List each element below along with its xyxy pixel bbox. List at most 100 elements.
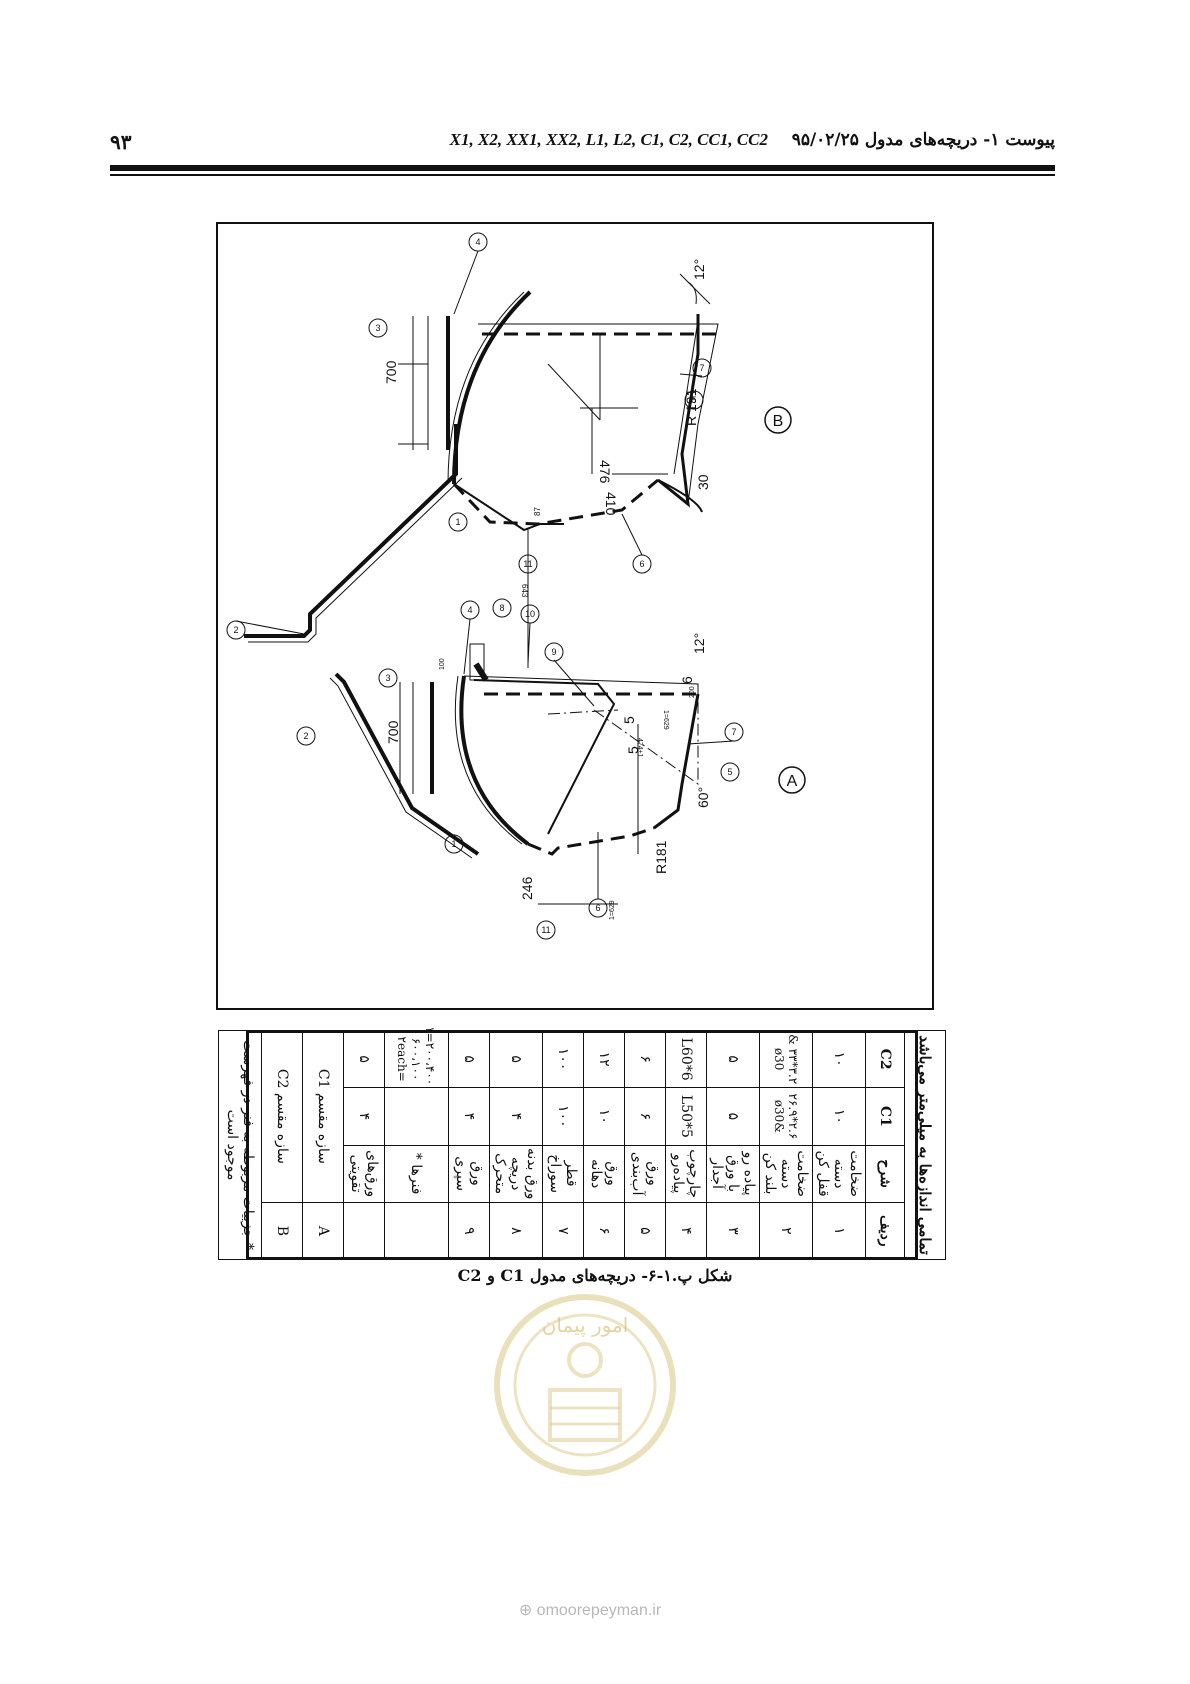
table-cell-description: فنرها * — [384, 1145, 449, 1203]
table-cell-row: ۶ — [583, 1202, 625, 1260]
dim-a-5-top: 5 — [621, 716, 637, 724]
table-cell-c1: ۶ — [624, 1087, 666, 1145]
table-cell-c1: ۱۰ — [812, 1087, 866, 1145]
table-cell-c2: ۲۰۰،۴۰۰=۱ ۶۰۰،۱۰۰ =۲each — [384, 1026, 449, 1088]
callout-a-2: 2 — [303, 731, 308, 741]
table-row: ۱ ضخامت دسته قفل کن ۱۰ ۱۰ — [812, 1030, 866, 1260]
table-cell-description: ضخامت دسته بلند کن — [759, 1145, 813, 1203]
dim-a-246: 246 — [519, 876, 535, 900]
table-cell-c2: L60*6 — [665, 1030, 707, 1088]
table-cell-description: ضخامت دسته قفل کن — [812, 1145, 866, 1203]
table-header-description: شرح — [865, 1145, 905, 1203]
dim-a-200: 200 — [689, 686, 696, 698]
seal-text: امور پیمان — [542, 1313, 629, 1338]
callout-a-3: 3 — [385, 673, 390, 683]
table-header-row: ردیف — [865, 1202, 905, 1260]
table-cell-description: ورق بدنه دریچه متحرک — [489, 1145, 543, 1203]
table-cell-c2: ۱۰۰ — [542, 1030, 584, 1088]
callout-a-10: 10 — [525, 609, 535, 619]
table-cell-c1: ۱۰۰ — [542, 1087, 584, 1145]
table-cell-c2: ۵ — [448, 1030, 490, 1088]
callout-b-11: 11 — [523, 559, 532, 569]
section-drawing: 700 476 410 R 191 30 12° 643 87 700 246 … — [226, 232, 806, 940]
table-row: ۴ چارچوب پیاده‌رو L50*5 L60*6 — [665, 1030, 707, 1260]
table-cell-c2: ۵ — [343, 1030, 385, 1088]
table-cell-description: ورق‌های تقویتی — [343, 1145, 385, 1203]
table-cell-row: ۲ — [759, 1202, 813, 1260]
dim-a-12deg: 12° — [691, 633, 707, 654]
callout-b-2: 2 — [233, 625, 238, 635]
dim-b-643: 643 — [520, 584, 529, 598]
callout-a-9: 9 — [551, 647, 556, 657]
table-cell-row — [343, 1202, 385, 1260]
header-models: X1, X2, XX1, XX2, L1, L2, C1, C2, CC1, C… — [449, 130, 768, 149]
table-cell-row: ۹ — [448, 1202, 490, 1260]
dim-b-700: 700 — [383, 360, 399, 384]
dim-a-6: 6 — [679, 676, 695, 684]
dim-b-87: 87 — [533, 507, 542, 516]
dim-a-100: 100 — [439, 658, 446, 670]
table-cell-description: پیاده رو با ورق آجدار — [706, 1145, 760, 1203]
header-rule-thin — [110, 174, 1055, 176]
dim-b-30: 30 — [695, 474, 711, 490]
callout-a-7: 7 — [731, 727, 736, 737]
table-cell-c2: ۵ — [489, 1030, 543, 1088]
dim-a-629-bottom: 1=629 — [609, 900, 616, 920]
callout-a-6: 6 — [595, 903, 600, 913]
table-row: فنرها * ۲۰۰،۴۰۰=۱ ۶۰۰،۱۰۰ =۲each — [384, 1026, 449, 1260]
callout-b-6: 6 — [639, 559, 644, 569]
spec-table-wrapper: تمامی اندازه‌ها به میلی‌متر می‌باشد ردیف… — [218, 1026, 946, 1260]
table-cell-c2: ۳.۲*۳۳ & ø30 — [759, 1030, 813, 1088]
watermark-url-text: omoorepeyman.ir — [536, 1602, 662, 1619]
table-cell-c1: ۴ — [489, 1087, 543, 1145]
dim-b-r191: R 191 — [683, 388, 699, 426]
section-drawing-b-icon — [226, 232, 792, 668]
table-cell-row: ۵ — [624, 1202, 666, 1260]
callout-b-3: 3 — [375, 323, 380, 333]
table-cell-row: ۴ — [665, 1202, 707, 1260]
callout-b-1: 1 — [455, 517, 460, 527]
spec-table: تمامی اندازه‌ها به میلی‌متر می‌باشد ردیف… — [218, 1026, 946, 1260]
table-cell-description: قطر سوراخ — [542, 1145, 584, 1203]
table-row: B سازه مقسم C2 — [261, 1030, 303, 1260]
table-cell-c1: ۴ — [448, 1087, 490, 1145]
callout-b-5: 5 — [691, 395, 696, 405]
page-header: ۹۳ پیوست ۱- دریچه‌های مدول X1, X2, XX1, … — [110, 128, 1055, 164]
table-cell-row — [384, 1202, 449, 1260]
table-cell-description: ورق سپری — [448, 1145, 490, 1203]
table-cell-row: ۷ — [542, 1202, 584, 1260]
table-cell-row: B — [261, 1202, 303, 1260]
table-cell-c1 — [384, 1087, 449, 1145]
callout-a-11: 11 — [541, 925, 550, 935]
table-header-c1: C1 — [865, 1087, 905, 1145]
table-cell-c2: ۱۰ — [812, 1030, 866, 1088]
table-cell-c2: ۱۲ — [583, 1030, 625, 1088]
header-rule-thick — [110, 165, 1055, 171]
dim-b-12deg: 12° — [691, 259, 707, 280]
table-row: ورق‌های تقویتی ۴ ۵ — [343, 1030, 385, 1260]
callout-b-4: 4 — [475, 237, 480, 247]
table-row: ۵ ورق آب‌بندی ۶ ۶ — [624, 1030, 666, 1260]
table-row: ۲ ضخامت دسته بلند کن ۲.۶*۲۶.۹ &ø30 ۳.۲*۳… — [759, 1030, 813, 1260]
table-header-c2: C2 — [865, 1030, 905, 1088]
table-cell-description: سازه مقسم C2 — [261, 1030, 303, 1203]
table-cell-c1: ۱۰ — [583, 1087, 625, 1145]
table-cell-row: ۸ — [489, 1202, 543, 1260]
table-row: ۷ قطر سوراخ ۱۰۰ ۱۰۰ — [542, 1030, 584, 1260]
table-row: ۳ پیاده رو با ورق آجدار ۵ ۵ — [706, 1030, 760, 1260]
globe-icon: ⊕ — [518, 1602, 533, 1619]
table-cell-row: ۱ — [812, 1202, 866, 1260]
table-footnote: * جزییات مربوطه به فنر در فهرست موجود اس… — [218, 1030, 262, 1260]
dim-a-5-bottom: 5 — [625, 746, 641, 754]
technical-drawing: 700 476 410 R 191 30 12° 643 87 700 246 … — [216, 222, 934, 1010]
table-cell-c2: ۶ — [624, 1030, 666, 1088]
watermark-url: ⊕ omoorepeyman.ir — [490, 1600, 690, 1620]
dim-b-410: 410 — [603, 492, 619, 516]
table-row: ۸ ورق بدنه دریچه متحرک ۴ ۵ — [489, 1030, 543, 1260]
dim-a-474: 474±1 — [636, 738, 643, 758]
section-drawing-a-icon — [296, 598, 806, 940]
seal-logo-icon: امور پیمان — [494, 1294, 676, 1476]
dim-a-700: 700 — [385, 720, 401, 744]
callout-b-7: 7 — [699, 363, 704, 373]
dim-b-476: 476 — [597, 460, 613, 484]
